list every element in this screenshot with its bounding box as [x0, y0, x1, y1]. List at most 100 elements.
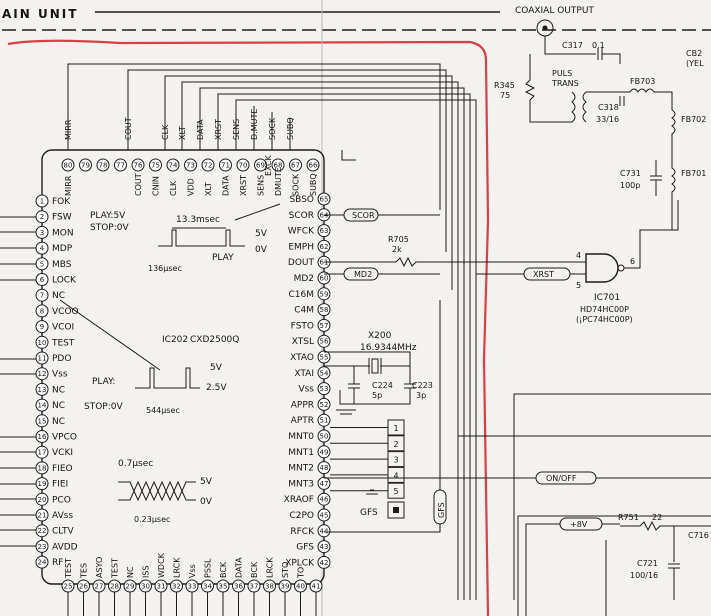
- pin-number: 40: [296, 583, 305, 591]
- pin-number: 63: [320, 227, 329, 235]
- pin-number: 19: [38, 480, 47, 488]
- mnt-number: 3: [393, 456, 398, 465]
- pin-label: VCOI: [52, 323, 74, 333]
- pin-55: [317, 350, 331, 364]
- pin-number: 5: [40, 260, 44, 268]
- right-pins: 65SBSO64SCOR63WFCK62EMPH61DOUT60MD259C16…: [284, 192, 331, 569]
- pin-label: MNT1: [288, 448, 314, 458]
- pin-number: 6: [40, 276, 45, 284]
- bottom-pins: 25TEST26TES27ASYO28TEST29NC30ISS31WDCK32…: [61, 552, 323, 616]
- pin-number: 25: [64, 583, 73, 591]
- svg-text:6: 6: [630, 257, 635, 266]
- pin-number: 62: [320, 243, 329, 251]
- svg-text:0V: 0V: [255, 245, 268, 255]
- svg-text:5p: 5p: [372, 391, 382, 400]
- svg-text:0.7μsec: 0.7μsec: [118, 459, 153, 469]
- pin-label: XRST: [239, 175, 248, 196]
- pin-label: APPR: [291, 400, 314, 410]
- pin-number: 18: [38, 464, 47, 472]
- pin-label: NC: [52, 417, 65, 427]
- pin-number: 73: [186, 162, 195, 170]
- svg-text:PULS: PULS: [552, 69, 572, 78]
- pin-8: [35, 304, 49, 318]
- svg-text:22: 22: [652, 513, 662, 522]
- pin-69: [254, 158, 267, 172]
- pin-label: SUBQ: [309, 173, 318, 196]
- pin-45: [317, 508, 331, 522]
- pin-number: 33: [188, 583, 197, 591]
- pin-label: SBSO: [289, 195, 314, 205]
- pin-number: 58: [320, 306, 329, 314]
- pin-75: [149, 158, 162, 172]
- svg-text:75: 75: [500, 91, 510, 100]
- pin-number: 80: [64, 162, 73, 170]
- waveform-a: [158, 229, 245, 247]
- pin-number: 3: [40, 229, 44, 237]
- pin-number: 69: [256, 162, 265, 170]
- pin-74: [166, 158, 180, 172]
- pin-number: 72: [204, 162, 213, 170]
- svg-text:FB702: FB702: [681, 115, 706, 124]
- pin-number: 26: [79, 583, 88, 591]
- svg-text:R705: R705: [388, 235, 409, 244]
- svg-text:0V: 0V: [200, 497, 213, 507]
- r751: [620, 520, 711, 532]
- pin-9: [35, 320, 49, 334]
- svg-text:C318: C318: [598, 103, 619, 112]
- pin-number: 7: [40, 292, 44, 300]
- pin-number: 24: [38, 559, 47, 567]
- svg-text:0.1: 0.1: [592, 41, 605, 50]
- highlight-trace: [7, 39, 490, 616]
- pin-label: PCO: [52, 495, 71, 505]
- pulse-transformer: [571, 91, 587, 123]
- pin-number: 79: [81, 162, 90, 170]
- pin-11: [35, 351, 49, 365]
- svg-text:5V: 5V: [210, 363, 223, 373]
- pin-label: C4M: [294, 306, 314, 316]
- pin-label: XRAOF: [284, 495, 314, 505]
- pin-60: [317, 271, 331, 285]
- pin-label: GFS: [296, 543, 314, 553]
- pin-label: RFCK: [290, 527, 315, 537]
- svg-text:100p: 100p: [620, 181, 640, 190]
- pin-label: MNT3: [288, 479, 314, 489]
- svg-text:IC701: IC701: [594, 293, 620, 303]
- pin-label: RF: [52, 558, 63, 568]
- pin-48: [317, 461, 331, 475]
- timing-13ms: 13.3msec: [176, 215, 220, 225]
- pin-77: [114, 158, 127, 172]
- coaxial-label: COAXIAL OUTPUT: [515, 6, 594, 16]
- gfs-led: [387, 501, 405, 519]
- pin-label: AVDD: [52, 542, 78, 552]
- pin-68: [271, 158, 285, 172]
- pin-59: [317, 287, 331, 301]
- pin-label: C2PO: [289, 511, 314, 521]
- pin-label: SCOR: [289, 211, 314, 221]
- pin-number: 75: [151, 162, 160, 170]
- pin-label: NC: [52, 385, 65, 395]
- pin-number: 32: [172, 583, 181, 591]
- pin-number: 55: [320, 354, 329, 362]
- mnt-number: 5: [393, 487, 398, 496]
- crystal-x200: [371, 358, 379, 374]
- pin-number: 17: [38, 449, 47, 457]
- pin-number: 34: [203, 583, 212, 591]
- pin-number: 49: [320, 448, 329, 456]
- pin-54: [317, 366, 331, 380]
- pin-label: TES: [80, 563, 89, 579]
- pin-44: [317, 524, 331, 538]
- scor-tag: [343, 208, 379, 222]
- pin-label: XPLCK: [285, 558, 315, 568]
- pin-label: TEST: [51, 338, 75, 348]
- pin-43: [317, 540, 331, 554]
- pin-label: NC: [126, 566, 135, 578]
- pin-67: [289, 158, 302, 172]
- pin-number: 71: [221, 162, 230, 170]
- pin-label: MDP: [52, 244, 73, 254]
- pin-number: 43: [320, 543, 329, 551]
- pin-label: CLTV: [52, 527, 75, 537]
- pin-label: XTAI: [294, 369, 314, 379]
- pin-label: AVss: [52, 511, 73, 521]
- pin-label: DMUTE: [274, 167, 283, 196]
